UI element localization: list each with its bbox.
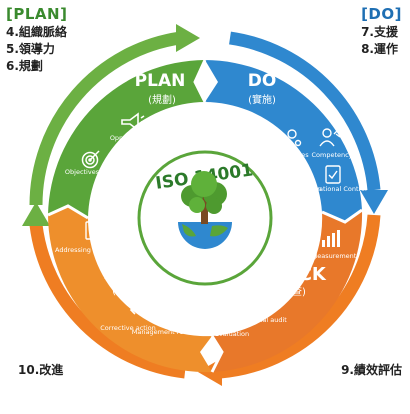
plan-label-risks: Risks (106, 168, 123, 176)
check-title: CHECK (258, 264, 327, 285)
act-label-management-review: Management review (132, 328, 199, 336)
check-label-internal-audit-line: Internal audit (243, 316, 287, 324)
segment-check (212, 210, 363, 372)
outer-arc-check (219, 214, 381, 379)
outer-arrow-plan (176, 24, 200, 52)
act-label-corrective-line: Corrective action (100, 324, 155, 332)
check-subtitle: (檢查) (278, 285, 306, 298)
person-badge-icon (319, 128, 341, 147)
do-clause-item: 8.運作 (361, 42, 398, 56)
segment-act (48, 206, 212, 373)
do-clauses: [DO] 7.支援 8.運作 (361, 6, 402, 58)
act-label-corrective-action: Corrective action (100, 324, 155, 332)
plan-clauses-header: [PLAN] (6, 5, 68, 23)
outer-arrow-act (22, 202, 50, 226)
clipboard-pen-icon (159, 307, 178, 326)
magnifier-icon (256, 296, 274, 314)
plan-title: PLAN (135, 71, 186, 91)
do-clause-item: 7.支援 (361, 25, 398, 39)
gears-people-icon (282, 129, 302, 147)
document-pen-icon (85, 221, 105, 240)
plan-label-opportunities: Opportunities (110, 134, 155, 142)
outer-arc-do (229, 31, 381, 191)
return-arrow-icon (129, 305, 145, 318)
clipboard-check-icon (325, 165, 341, 184)
check-clause: 9.績效評估 (341, 363, 402, 377)
do-label-communication: Communication (270, 185, 321, 193)
plan-subtitle: (規劃) (148, 93, 176, 106)
warning-icon (104, 148, 126, 167)
check-label-evaluation: Evaluation (215, 330, 249, 338)
act-label-management-line: Management review (132, 328, 199, 336)
outer-arrow-do (360, 190, 388, 214)
chat-bubbles-icon (283, 165, 304, 181)
do-label-resources: Resources (275, 151, 309, 159)
check-label-internal-audit: Internal audit (243, 316, 287, 324)
do-subtitle: (實施) (248, 93, 276, 106)
megaphone-icon (121, 112, 145, 132)
plan-clause-item: 4.組織脈絡 (6, 25, 67, 39)
check-label-measurement: Measurement (312, 252, 357, 260)
segment-do (205, 60, 362, 222)
outer-arc-act (29, 224, 186, 379)
do-label-operational-control: Operational Control (303, 185, 367, 193)
plan-label-objectives: Objectives (65, 168, 100, 176)
plan-clauses: [PLAN] 4.組織脈絡 5.領導力 6.規劃 (6, 6, 67, 75)
do-title: DO (248, 71, 277, 91)
act-label-addressing-line: Addressing Nonconformity (55, 246, 141, 254)
segment-dividers (47, 59, 363, 373)
act-subtitle: (改進) (112, 284, 140, 297)
target-icon (81, 150, 100, 169)
act-clause: 10.改進 (18, 363, 64, 377)
do-clauses-header: [DO] (361, 5, 402, 23)
checklist-icon (222, 304, 239, 325)
plan-clause-item: 5.領導力 (6, 42, 55, 56)
act-label-addressing-nonconformity: Addressing Nonconformity (55, 246, 141, 254)
plan-clause-item: 6.規劃 (6, 59, 43, 73)
segment-plan (48, 60, 205, 218)
tree-globe-icon (178, 171, 232, 249)
do-label-competency: Competency (311, 151, 352, 159)
act-title: ACT (104, 263, 144, 284)
outer-arc-plan (29, 31, 181, 206)
check-label-monitoring: Monitoring (282, 252, 317, 260)
do-label-operational-control-line: Operational Control (303, 185, 367, 193)
bar-chart-icon (322, 230, 340, 247)
monitor-chart-icon (289, 229, 309, 248)
